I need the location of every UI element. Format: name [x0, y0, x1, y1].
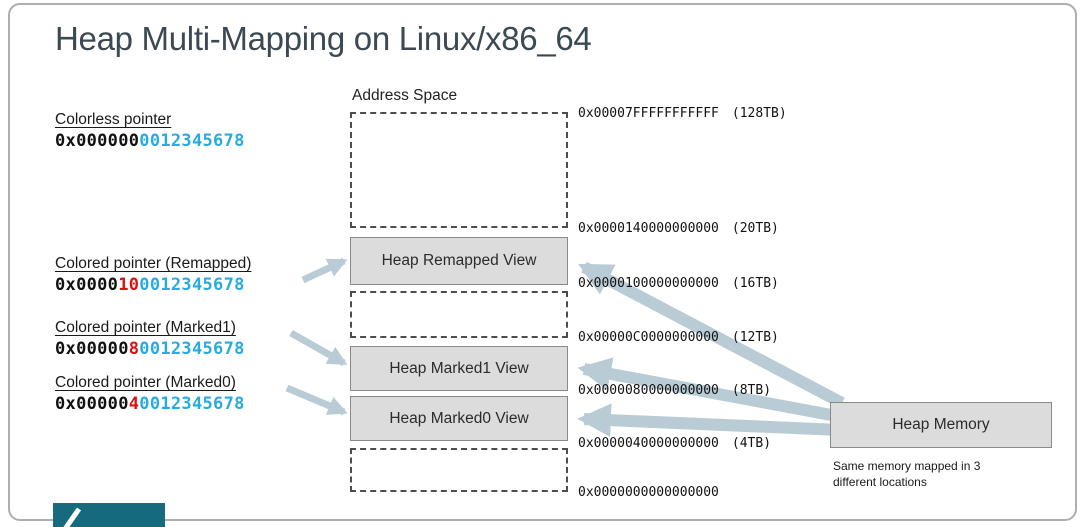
boundary-size: (128TB)	[731, 106, 787, 121]
boundary-12tb: 0x00000C0000000000 (12TB)	[578, 330, 779, 345]
boundary-address: 0x0000040000000000	[578, 436, 719, 451]
hex-segment-offset: 0012345678	[139, 339, 245, 359]
region-heap-marked0-view: Heap Marked0 View	[350, 396, 568, 441]
boundary-size: (20TB)	[731, 221, 779, 236]
boundary-address: 0x0000000000000000	[578, 485, 719, 500]
caption-line: Same memory mapped in 3	[833, 459, 981, 473]
boundary-20tb: 0x0000140000000000 (20TB)	[578, 221, 779, 236]
hex-segment-offset: 0012345678	[139, 394, 245, 414]
marked1-pointer-label: Colored pointer (Marked1)	[55, 319, 236, 336]
hex-segment: 0x00000	[55, 339, 129, 359]
region-label: Heap Marked1 View	[389, 359, 529, 377]
boundary-zero: 0x0000000000000000	[578, 485, 732, 500]
boundary-8tb: 0x0000080000000000 (8TB)	[578, 383, 771, 398]
boundary-4tb: 0x0000040000000000 (4TB)	[578, 436, 771, 451]
hex-segment-metadata: 8	[128, 339, 140, 359]
region-unmapped-low	[350, 448, 568, 492]
marked0-pointer-value: 0x0000040012345678	[55, 394, 245, 414]
boundary-size: (16TB)	[731, 276, 779, 291]
boundary-address: 0x0000080000000000	[578, 383, 719, 398]
footer-logo	[53, 503, 165, 527]
remapped-pointer-label: Colored pointer (Remapped)	[55, 255, 252, 272]
hex-segment-offset: 0012345678	[139, 131, 245, 151]
boundary-address: 0x00007FFFFFFFFFFF	[578, 106, 719, 121]
slide-title: Heap Multi-Mapping on Linux/x86_64	[55, 20, 592, 57]
boundary-128tb: 0x00007FFFFFFFFFFF (128TB)	[578, 106, 787, 121]
marked0-pointer-block: Colored pointer (Marked0) 0x000004001234…	[55, 374, 245, 414]
hex-segment: 0x00000	[55, 394, 129, 414]
remapped-pointer-value: 0x0000100012345678	[55, 275, 251, 295]
marked1-pointer-block: Colored pointer (Marked1) 0x000008001234…	[55, 319, 245, 359]
region-unmapped-mid	[350, 291, 568, 338]
boundary-16tb: 0x0000100000000000 (16TB)	[578, 276, 779, 291]
heap-memory-caption: Same memory mapped in 3 different locati…	[833, 458, 980, 490]
region-unmapped-high	[350, 112, 568, 228]
colorless-pointer-block: Colorless pointer 0x0000000012345678	[55, 111, 245, 151]
footer-logo-mark	[63, 507, 82, 527]
region-label: Heap Marked0 View	[389, 409, 529, 427]
boundary-address: 0x0000100000000000	[578, 276, 719, 291]
hex-segment-metadata: 10	[118, 275, 140, 295]
boundary-address: 0x0000140000000000	[578, 221, 719, 236]
marked0-pointer-label: Colored pointer (Marked0)	[55, 374, 236, 391]
region-heap-marked1-view: Heap Marked1 View	[350, 346, 568, 391]
hex-segment-offset: 0012345678	[139, 275, 245, 295]
boundary-size: (8TB)	[731, 383, 772, 398]
address-space-label: Address Space	[352, 87, 458, 104]
region-heap-remapped-view: Heap Remapped View	[350, 237, 568, 285]
heap-memory-label: Heap Memory	[892, 416, 990, 433]
caption-line: different locations	[833, 475, 927, 490]
hex-segment: 0x000000	[55, 131, 140, 151]
marked1-pointer-value: 0x0000080012345678	[55, 339, 245, 359]
colorless-pointer-value: 0x0000000012345678	[55, 131, 245, 151]
hex-segment: 0x0000	[55, 275, 119, 295]
boundary-size: (12TB)	[731, 330, 779, 345]
colorless-pointer-label: Colorless pointer	[55, 111, 172, 128]
remapped-pointer-block: Colored pointer (Remapped) 0x00001000123…	[55, 255, 251, 295]
region-label: Heap Remapped View	[381, 252, 537, 269]
boundary-address: 0x00000C0000000000	[578, 330, 719, 345]
boundary-size: (4TB)	[731, 436, 772, 451]
hex-segment-metadata: 4	[128, 394, 140, 414]
heap-memory-box: Heap Memory	[830, 402, 1052, 448]
